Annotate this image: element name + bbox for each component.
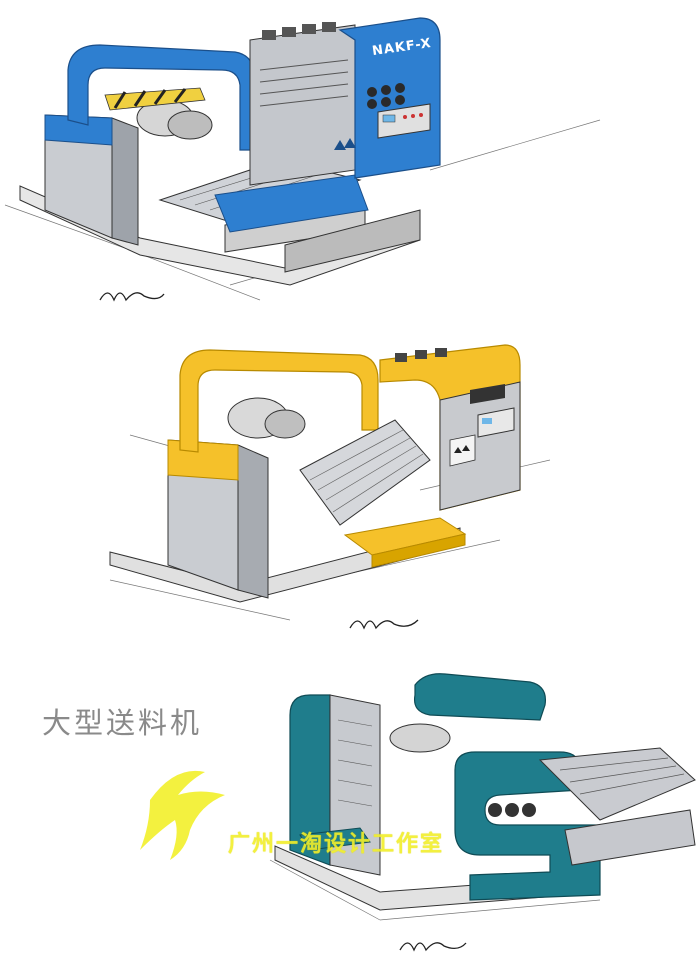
studio-logo-brush-mark (140, 770, 225, 860)
conveyor (538, 747, 696, 821)
conveyor (299, 419, 431, 526)
control-panel (477, 407, 515, 438)
teal-hood (413, 673, 547, 721)
sketch-yellow-machine (0, 320, 700, 650)
signature-scribble (399, 942, 467, 952)
page-caption: 大型送料机 (42, 706, 203, 740)
top-knobs (262, 22, 336, 40)
sketch-teal-machine (0, 660, 700, 966)
teal-s-body (454, 751, 601, 901)
blue-arch-frame (67, 44, 256, 151)
base-platform (109, 527, 461, 603)
blue-machine-illustration (4, 17, 601, 302)
coil-roll (389, 723, 451, 753)
yellow-machine-illustration (109, 344, 551, 630)
control-panel (377, 103, 431, 139)
sketch-blue-machine: NAKF-X (0, 0, 700, 315)
signature-scribble (349, 619, 419, 630)
press-rollers (259, 59, 349, 107)
signature-scribble (99, 292, 165, 302)
teal-machine-illustration (140, 673, 696, 952)
studio-watermark: 广州一淘设计工作室 (228, 832, 445, 857)
yellow-arch-frame (179, 349, 379, 453)
